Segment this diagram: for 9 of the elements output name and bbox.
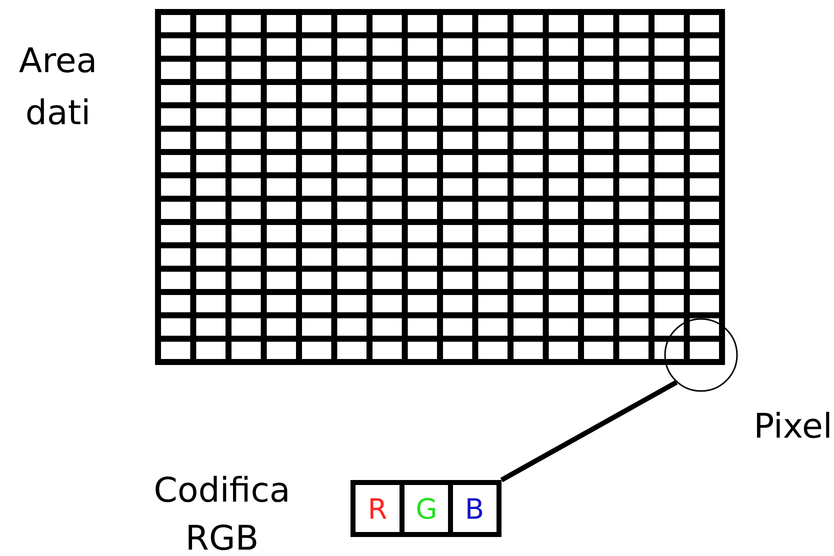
- magnifier-circle: [664, 318, 738, 392]
- rgb-box: [350, 480, 502, 537]
- color-channel-letter: B: [468, 498, 482, 519]
- color-channel-letter: G: [417, 498, 436, 520]
- color-channel-letter: R: [370, 498, 386, 519]
- caption-label: Pixel: [757, 412, 830, 438]
- caption-label: Codifica RGB: [156, 476, 288, 550]
- connector-line: [500, 380, 678, 482]
- area-label: Area dati: [19, 47, 94, 125]
